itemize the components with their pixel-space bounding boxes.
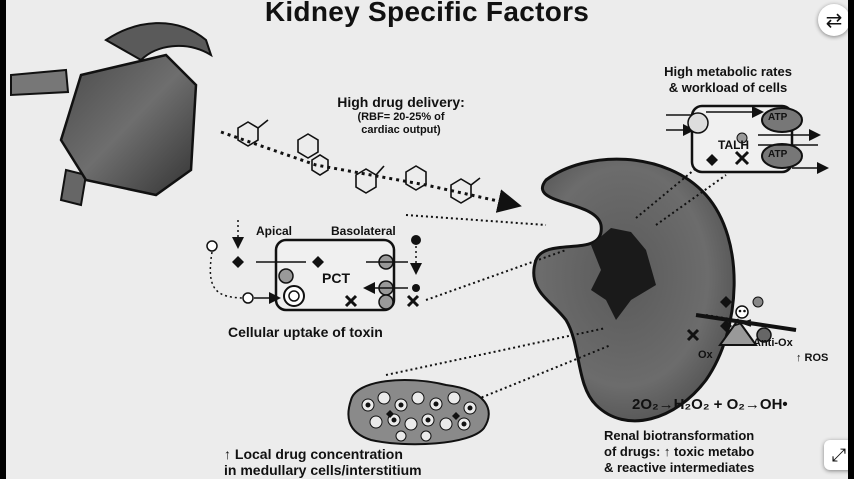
anti-ox-label: Anti-Ox bbox=[753, 337, 793, 349]
ros-label: ↑ ROS bbox=[796, 352, 829, 364]
pct-label: PCT bbox=[322, 270, 350, 286]
rbf-line-1: (RBF= 20-25% of bbox=[357, 111, 445, 123]
metabolic-rate-line-1: High metabolic rates bbox=[664, 64, 792, 79]
atp-label-top: ATP bbox=[768, 112, 788, 123]
drug-molecules bbox=[220, 119, 522, 213]
kidney-organ bbox=[532, 157, 736, 423]
ox-label: Ox bbox=[698, 349, 713, 361]
kidney-diagram-artwork bbox=[10, 22, 829, 446]
expand-icon: ⤢ bbox=[831, 444, 847, 465]
basolateral-label: Basolateral bbox=[331, 224, 396, 238]
skull-icon bbox=[732, 305, 752, 327]
talh-label: TALH bbox=[718, 138, 750, 152]
apical-label: Apical bbox=[256, 224, 293, 238]
renal-biotransformation-line-2: of drugs: ↑ toxic metabo bbox=[604, 444, 755, 459]
cellular-uptake-caption: Cellular uptake of toxin bbox=[228, 324, 383, 340]
drug-delivery-heading: High drug delivery: bbox=[337, 94, 465, 110]
rbf-line-2: cardiac output) bbox=[361, 124, 441, 136]
talh-cell bbox=[666, 104, 829, 174]
local-concentration-line-2: in medullary cells/interstitium bbox=[224, 462, 422, 478]
renal-biotransformation-line-3: & reactive intermediates bbox=[604, 460, 755, 475]
diagram-canvas: Kidney Specific Factors High drug delive… bbox=[6, 0, 848, 479]
renal-biotransformation-line-1: Renal biotransformation bbox=[604, 428, 755, 443]
expand-button[interactable]: ⤢ bbox=[824, 440, 848, 470]
local-concentration-line-1: ↑ Local drug concentration bbox=[224, 446, 403, 462]
metabolic-rate-line-2: & workload of cells bbox=[668, 80, 788, 95]
heart-organ bbox=[10, 22, 213, 207]
page-title: Kidney Specific Factors bbox=[264, 0, 590, 27]
oxidant-balance bbox=[686, 296, 797, 346]
refresh-icon: ⇄ bbox=[825, 9, 843, 32]
refresh-button[interactable]: ⇄ bbox=[818, 4, 848, 36]
medullary-cell-cluster bbox=[347, 379, 490, 446]
pct-cell bbox=[206, 220, 422, 312]
atp-label-bottom: ATP bbox=[768, 149, 788, 160]
ros-equation: 2O₂→H₂O₂ + O₂→OH• bbox=[632, 396, 788, 413]
